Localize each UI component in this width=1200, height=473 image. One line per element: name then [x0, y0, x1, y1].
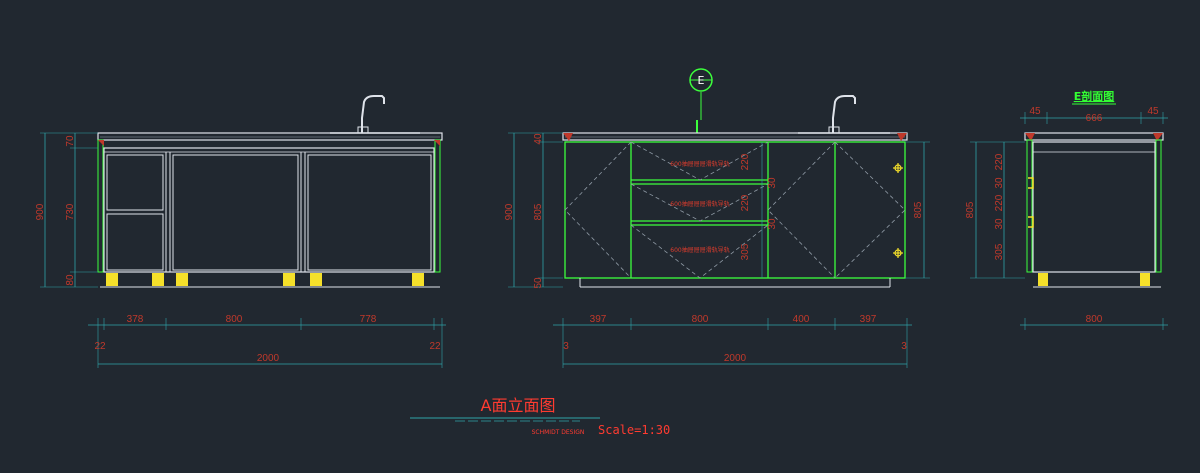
- mid-width-3: 400: [793, 314, 810, 325]
- mid-width-2: 800: [692, 314, 709, 325]
- mid-height-part-2: 805: [533, 203, 544, 220]
- mid-height-total: 900: [504, 203, 515, 220]
- drawer-label-3: 600抽屉屉屉滑轨导轨: [670, 246, 729, 254]
- left-height-total: 900: [35, 203, 46, 220]
- mid-drawer-dim-4: 30: [767, 218, 778, 230]
- mid-width-total: 2000: [724, 353, 747, 364]
- left-width-total: 2000: [257, 353, 280, 364]
- section-top-dim-1: 45: [1029, 106, 1041, 117]
- left-width-2: 800: [226, 314, 243, 325]
- section-drawer-dim-5: 305: [994, 243, 1005, 260]
- left-width-3: 778: [360, 314, 377, 325]
- left-width-1: 378: [127, 314, 144, 325]
- section-drawer-dim-4: 30: [994, 218, 1005, 230]
- section-drawer-dim-1: 220: [994, 153, 1005, 170]
- left-edge-left: 22: [94, 341, 106, 352]
- mid-edge-left: 3: [563, 341, 569, 352]
- left-edge-right: 22: [429, 341, 441, 352]
- section-height-total: 805: [965, 201, 976, 218]
- mid-drawer-dim-5: 305: [740, 243, 751, 260]
- mid-edge-right: 3: [901, 341, 907, 352]
- left-height-part-1: 70: [65, 135, 76, 147]
- mid-width-1: 397: [590, 314, 607, 325]
- section-marker-letter: E: [698, 74, 705, 87]
- mid-drawer-dim-2: 30: [767, 177, 778, 189]
- mid-drawer-dim-3: 220: [740, 194, 751, 211]
- drawing-scale: Scale=1:30: [598, 423, 670, 437]
- mid-width-4: 397: [860, 314, 877, 325]
- left-height-part-2: 730: [65, 203, 76, 220]
- section-drawer-dim-2: 30: [994, 177, 1005, 189]
- mid-height-part-3: 50: [533, 277, 544, 289]
- drawer-label-1: 600抽屉屉屉滑轨导轨: [670, 160, 729, 168]
- section-e: E剖面图 45 666 45 805 220: [965, 89, 1168, 330]
- section-drawer-dim-3: 220: [994, 194, 1005, 211]
- mid-height-part-1: 40: [533, 133, 544, 145]
- left-elevation: 900 70 730 80 378 800 778 22 22 2000: [35, 95, 446, 368]
- drawing-title: A面立面图: [481, 396, 556, 415]
- middle-elevation: E 600抽屉屉屉滑轨导轨 600抽屉屉屉滑轨导轨: [504, 68, 930, 368]
- mid-drawer-dim-1: 220: [740, 153, 751, 170]
- mid-right-height: 805: [913, 201, 924, 218]
- section-width-total: 800: [1086, 314, 1103, 325]
- drawer-label-2: 600抽屉屉屉滑轨导轨: [670, 200, 729, 208]
- left-height-part-3: 80: [65, 274, 76, 286]
- title-block: A面立面图 SCHMIDT DESIGN Scale=1:30: [410, 396, 670, 437]
- section-top-dim-3: 45: [1147, 106, 1159, 117]
- company-name: SCHMIDT DESIGN: [532, 429, 585, 436]
- section-title: E剖面图: [1074, 89, 1115, 103]
- section-top-dim-2: 666: [1086, 113, 1103, 124]
